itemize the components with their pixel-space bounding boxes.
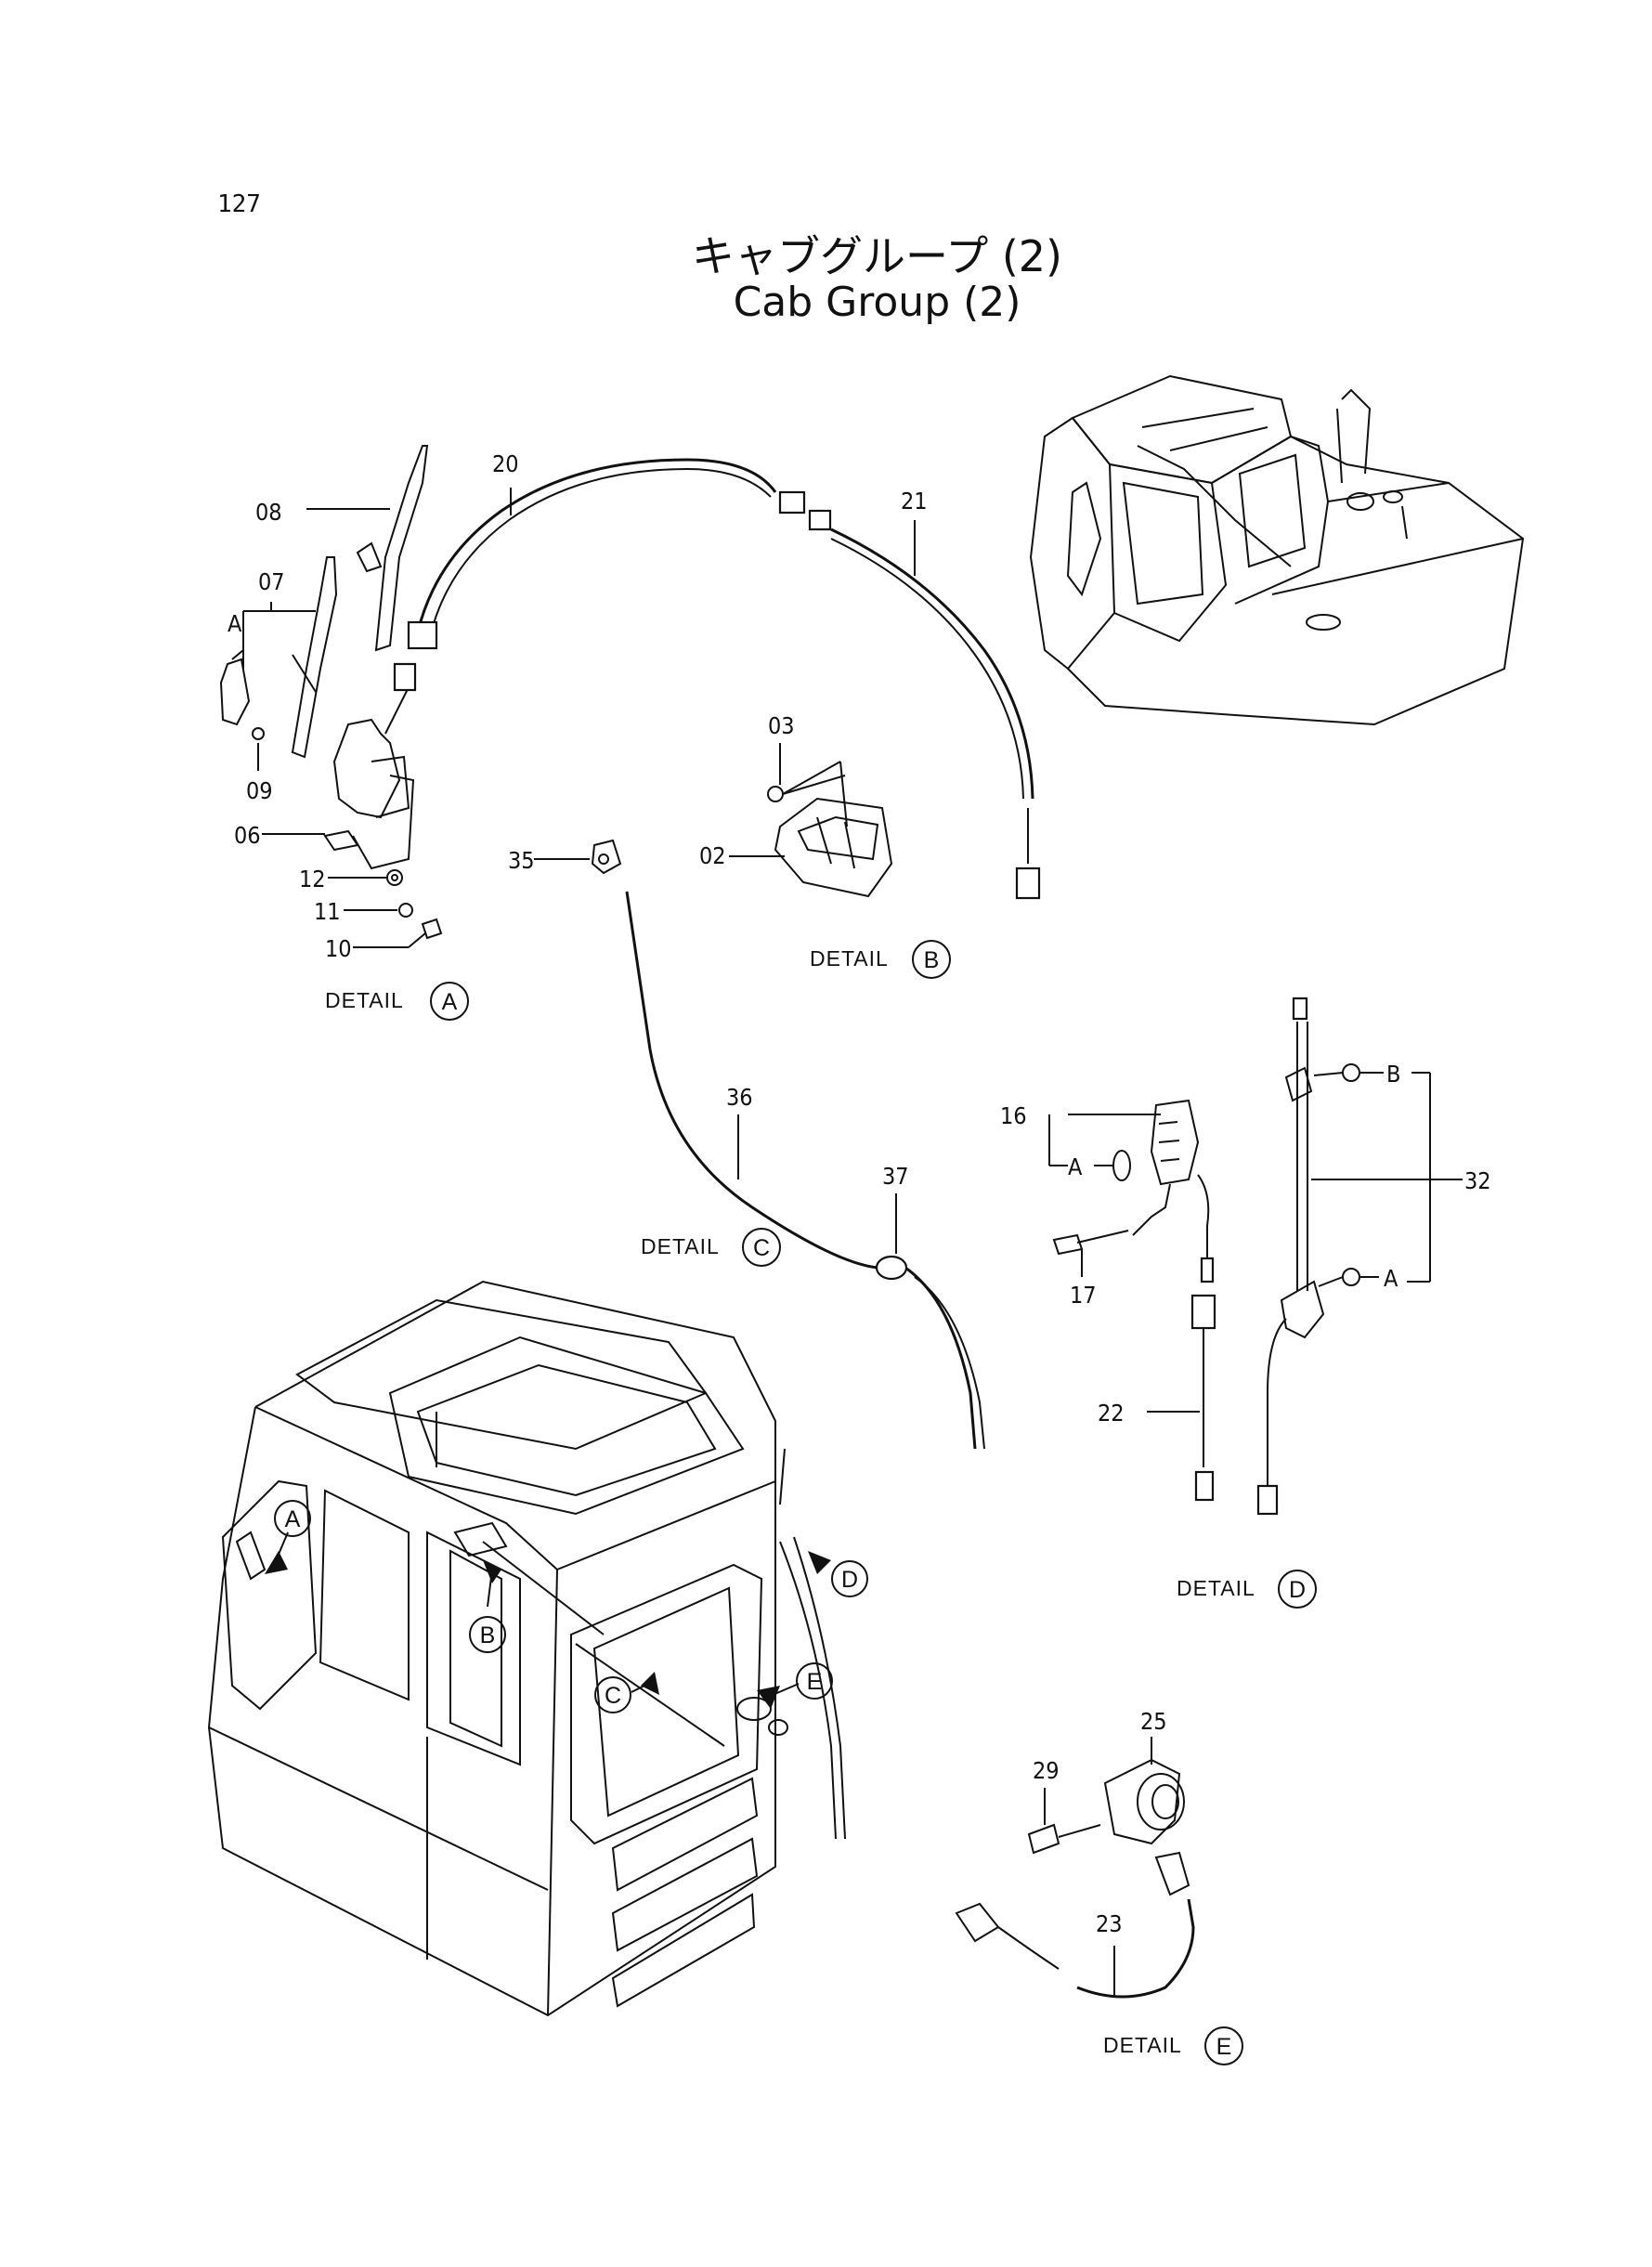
svg-text:DETAIL: DETAIL	[641, 1234, 720, 1258]
part-label-25: 25	[1140, 1708, 1167, 1735]
svg-text:B: B	[924, 947, 940, 973]
svg-text:E: E	[1216, 2034, 1232, 2060]
svg-text:A: A	[442, 989, 458, 1015]
cab-callout-d: D	[831, 1560, 868, 1597]
harness-20-21-drawing	[407, 458, 1041, 900]
excavator-overview-drawing	[1029, 374, 1525, 726]
detail-e-drawing	[955, 1737, 1195, 1999]
svg-text:DETAIL: DETAIL	[810, 946, 889, 971]
detail-label-c: DETAIL C	[641, 1228, 781, 1267]
cab-callout-e: E	[796, 1662, 833, 1700]
detail-label-b: DETAIL B	[810, 940, 951, 979]
detail-c-drawing	[534, 839, 985, 1450]
callout-letter-a-3: A	[1384, 1265, 1398, 1292]
part-label-32: 32	[1464, 1167, 1491, 1194]
part-label-09: 09	[246, 777, 273, 804]
svg-text:D: D	[1289, 1577, 1306, 1603]
part-label-11: 11	[314, 898, 341, 925]
part-label-07: 07	[258, 568, 285, 595]
part-label-03: 03	[768, 712, 795, 739]
callout-letter-a-2: A	[1068, 1153, 1083, 1180]
cab-callouts: A B C D E	[274, 1500, 868, 1713]
svg-text:A: A	[285, 1506, 301, 1532]
part-label-22: 22	[1098, 1400, 1125, 1427]
callout-letter-a-1: A	[228, 610, 242, 637]
part-label-16: 16	[1000, 1102, 1027, 1129]
part-label-35: 35	[508, 847, 535, 874]
detail-a-drawing	[219, 445, 443, 948]
svg-text:DETAIL: DETAIL	[1177, 1576, 1255, 1600]
part-label-29: 29	[1033, 1757, 1060, 1784]
part-label-36: 36	[726, 1084, 753, 1111]
part-label-23: 23	[1096, 1910, 1123, 1937]
part-label-08: 08	[255, 499, 282, 526]
detail-label-a: DETAIL A	[325, 982, 469, 1021]
title-english: Cab Group (2)	[733, 279, 1021, 326]
part-label-12: 12	[299, 866, 326, 892]
part-label-21: 21	[901, 488, 928, 515]
detail-labels: DETAIL A DETAIL B DETAIL C DETAIL D DETA…	[325, 940, 1317, 2065]
detail-d-drawing	[1048, 997, 1463, 1516]
part-label-10: 10	[325, 935, 352, 962]
part-label-37: 37	[882, 1163, 909, 1190]
part-label-20: 20	[492, 450, 519, 477]
svg-text:DETAIL: DETAIL	[325, 988, 404, 1012]
part-number-labels: 08 07 A 09 06 12 11 10 20 21 03 02 35 36…	[228, 450, 1491, 1937]
detail-b-drawing	[729, 743, 893, 898]
title-japanese: キャブグループ (2)	[691, 231, 1063, 281]
svg-text:DETAIL: DETAIL	[1103, 2033, 1182, 2057]
svg-text:C: C	[753, 1235, 770, 1261]
callout-letter-b-1: B	[1386, 1061, 1400, 1088]
part-label-06: 06	[234, 822, 261, 849]
cab-main-drawing	[207, 1280, 846, 2017]
detail-label-e: DETAIL E	[1103, 2026, 1243, 2065]
svg-text:D: D	[841, 1567, 858, 1593]
page-number: 127	[217, 190, 261, 218]
cab-callout-a: A	[274, 1500, 311, 1537]
part-label-17: 17	[1070, 1282, 1097, 1309]
svg-text:E: E	[807, 1669, 823, 1695]
svg-text:C: C	[605, 1683, 621, 1709]
part-label-02: 02	[699, 842, 726, 869]
detail-label-d: DETAIL D	[1177, 1570, 1317, 1609]
cab-callout-b: B	[469, 1616, 506, 1653]
cab-callout-c: C	[594, 1676, 631, 1713]
svg-text:B: B	[480, 1622, 496, 1648]
